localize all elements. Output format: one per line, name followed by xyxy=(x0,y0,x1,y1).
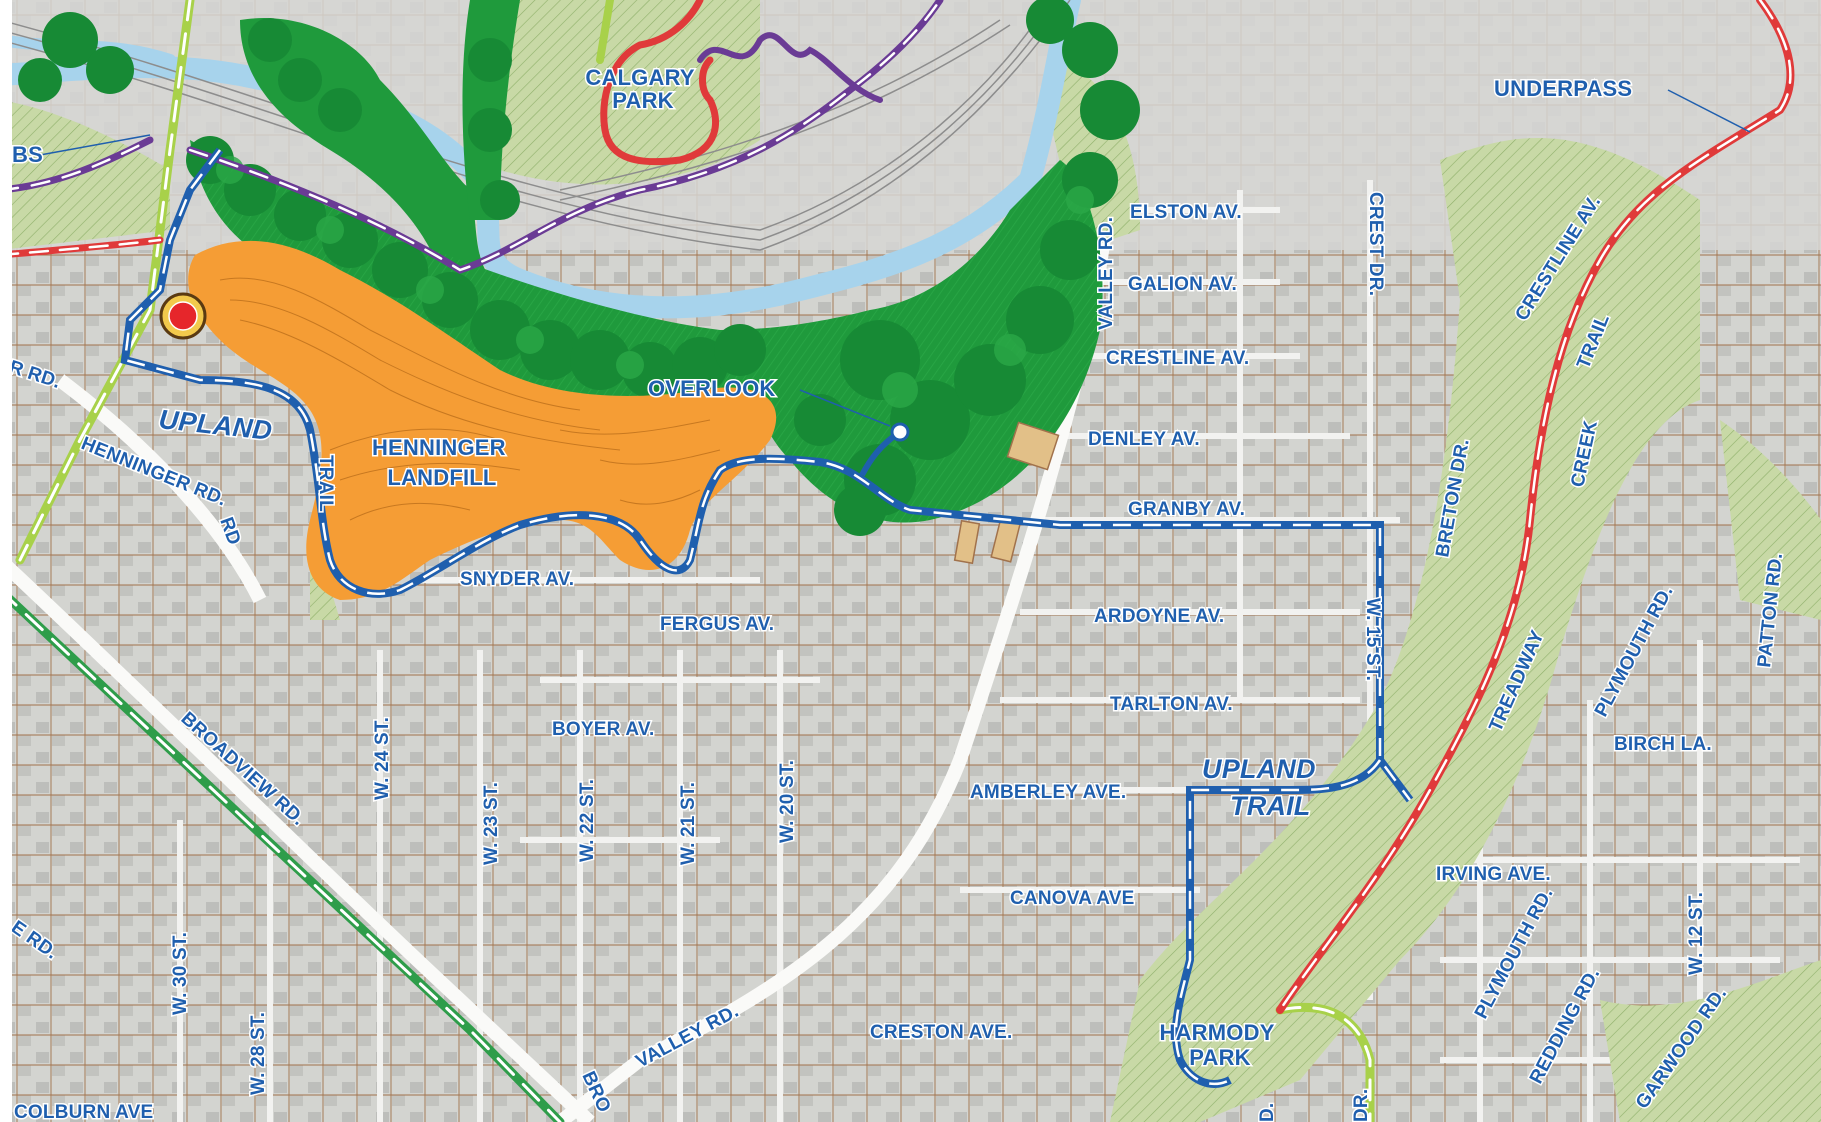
w22-st-label: W. 22 ST. xyxy=(577,779,598,862)
canova-ave-label: CANOVA AVE xyxy=(1010,888,1134,909)
bss-leader xyxy=(39,134,151,156)
henninger-landfill xyxy=(188,240,777,601)
w21-st-label: W. 21 ST. xyxy=(678,782,699,865)
overlook-leader xyxy=(799,389,891,427)
fergus-av-label: FERGUS AV. xyxy=(660,614,774,635)
upland-trail-word-west: TRAIL xyxy=(315,455,336,512)
snyder-av-label: SNYDER AV. xyxy=(460,569,574,590)
purple-trail xyxy=(12,0,944,274)
d-bottom-label: D. xyxy=(1257,1103,1278,1122)
elston-av-label: ELSTON AV. xyxy=(1130,202,1242,223)
red-trail xyxy=(12,0,1795,1014)
henninger-road xyxy=(55,374,267,604)
colburn-ave-label: COLBURN AVE xyxy=(14,1102,153,1122)
w28-st-label: W. 28 ST. xyxy=(248,1012,269,1095)
calgary-park-label[interactable]: CALGARY PARK xyxy=(584,64,700,115)
w20-st-label: W. 20 ST. xyxy=(777,760,798,843)
granby-av-label: GRANBY AV. xyxy=(1128,499,1245,520)
creston-ave-label: CRESTON AVE. xyxy=(870,1022,1012,1043)
henninger-landfill-label[interactable]: HENNINGER LANDFILL xyxy=(370,434,512,492)
valley-rd-north-label: VALLEY RD. xyxy=(1096,217,1117,330)
overlook-point-icon[interactable] xyxy=(890,422,910,442)
broadview-road xyxy=(12,561,595,1122)
tarlton-av-label: TARLTON AV. xyxy=(1110,694,1233,715)
area-labels: CALGARY PARK HENNINGER LANDFILL HARMODY … xyxy=(12,64,1634,1072)
w23-st-label: W. 23 ST. xyxy=(481,782,502,865)
boyer-av-label: BOYER AV. xyxy=(552,719,654,740)
crest-dr-label: CREST DR. xyxy=(1365,192,1386,296)
harmody-park-label[interactable]: HARMODY PARK xyxy=(1158,1019,1281,1072)
w15-st-label: W. 15 ST. xyxy=(1362,598,1383,681)
galion-av-label: GALION AV. xyxy=(1128,274,1237,295)
amberley-ave-label: AMBERLEY AVE. xyxy=(970,782,1126,803)
trailhead-marker-icon[interactable] xyxy=(159,292,207,340)
denley-av-label: DENLEY AV. xyxy=(1088,429,1200,450)
irving-ave-label: IRVING AVE. xyxy=(1436,864,1551,885)
bss-label: BS xyxy=(12,142,43,167)
railroad xyxy=(12,0,1071,251)
underpass-leader xyxy=(1667,89,1751,133)
w30-st-label: W. 30 ST. xyxy=(170,932,191,1015)
w12-st-label: W. 12 ST. xyxy=(1686,892,1707,975)
crestline-av-label: CRESTLINE AV. xyxy=(1106,348,1249,369)
upland-trail-word-east: TRAIL xyxy=(1230,791,1310,821)
w24-st-label: W. 24 ST. xyxy=(372,717,393,800)
lime-trail xyxy=(15,0,1375,1122)
ardoyne-av-label: ARDOYNE AV. xyxy=(1094,606,1224,627)
woods xyxy=(18,0,1140,536)
broadview-trail xyxy=(12,595,565,1122)
birch-la-label: BIRCH LA. xyxy=(1614,734,1712,755)
upland-trail-label-east[interactable]: UPLAND xyxy=(1201,753,1318,786)
dr-bottom-label: DR. xyxy=(1351,1089,1372,1122)
overlook-label[interactable]: OVERLOOK xyxy=(647,375,777,403)
underpass-label[interactable]: UNDERPASS xyxy=(1493,75,1634,103)
